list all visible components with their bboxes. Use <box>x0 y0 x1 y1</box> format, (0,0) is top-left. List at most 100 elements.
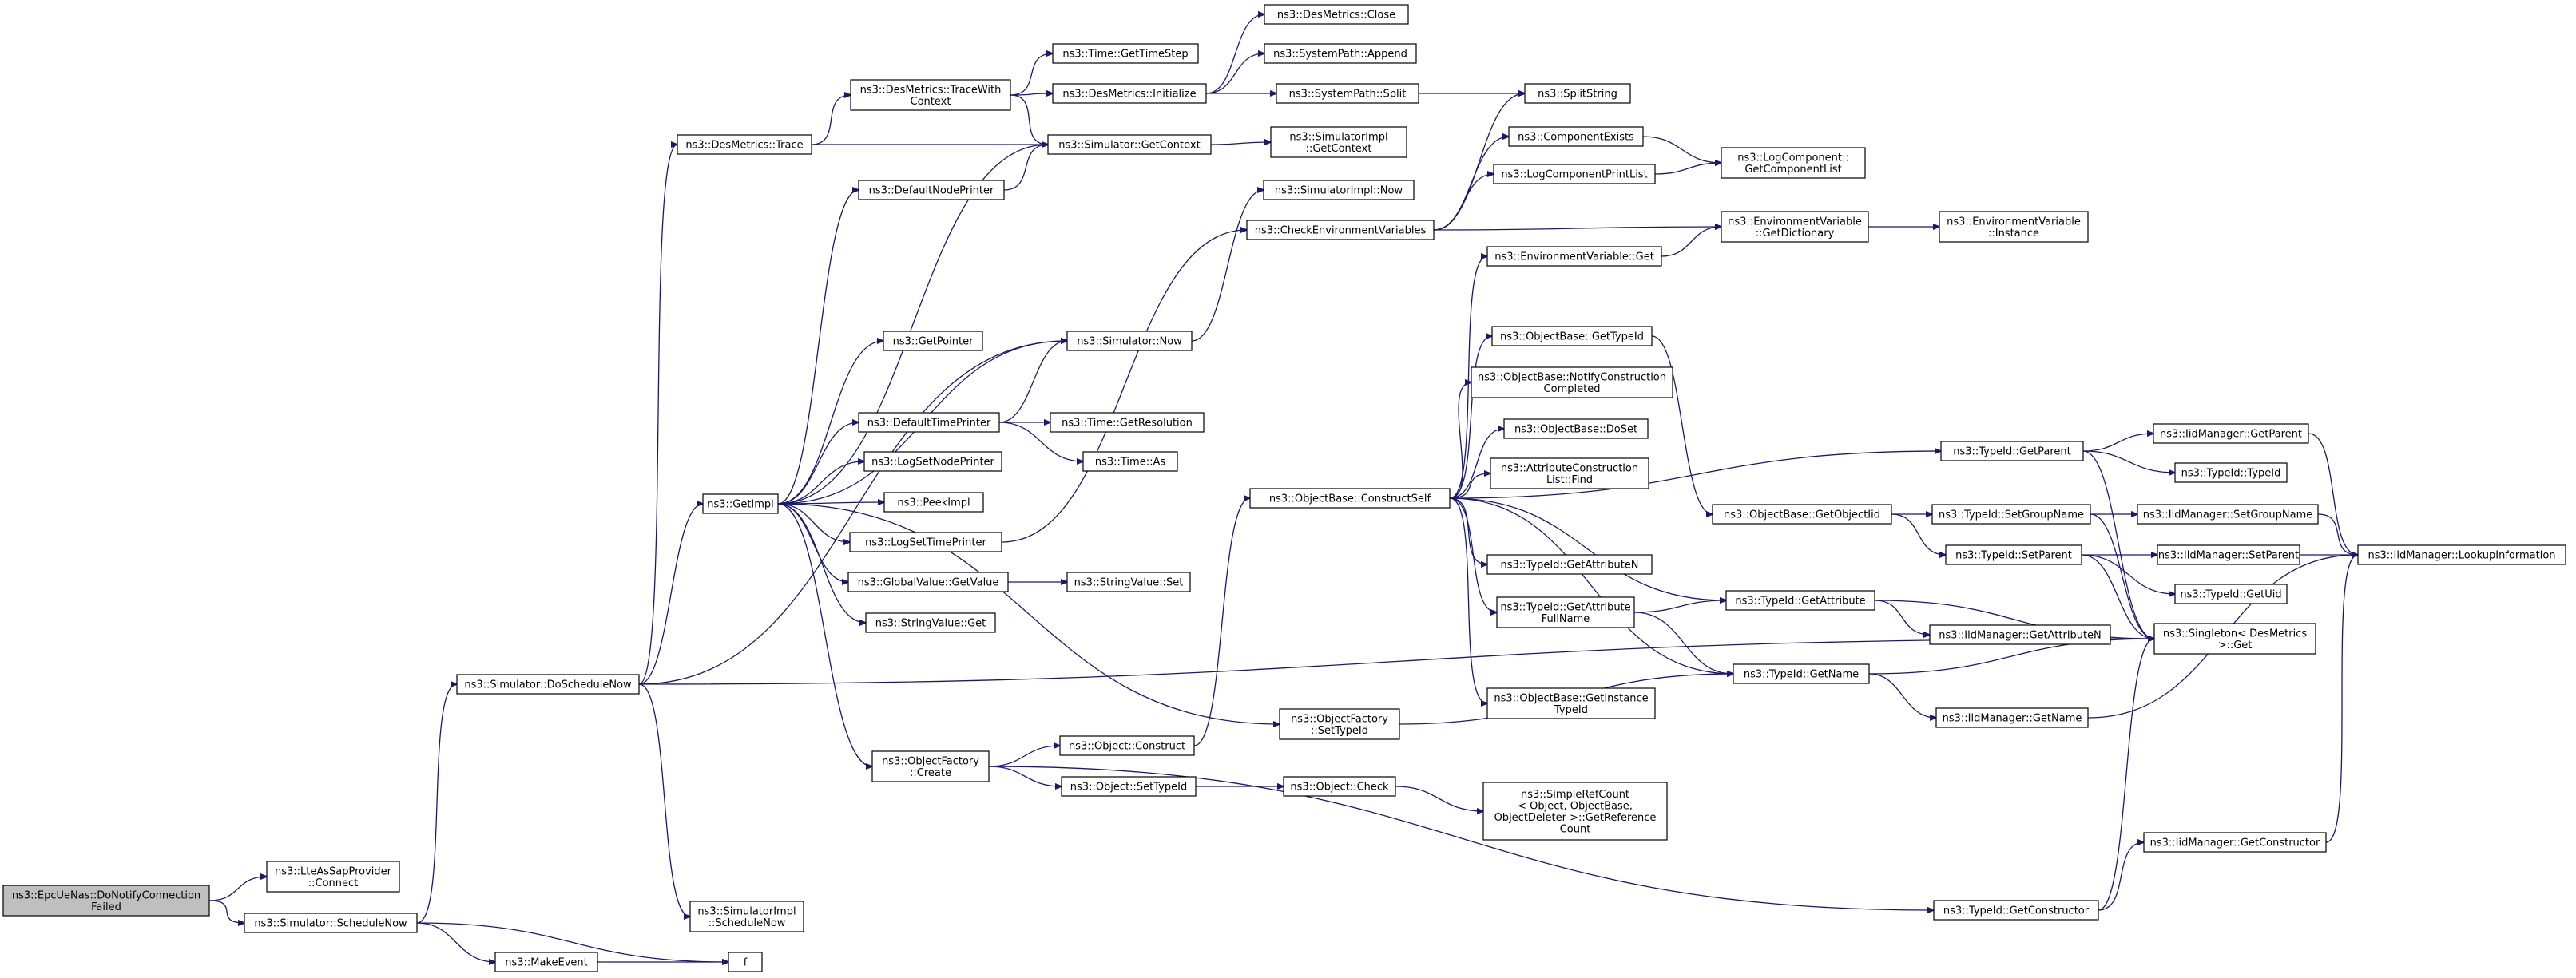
node-tidSetParent[interactable]: ns3::TypeId::SetParent <box>1945 544 2082 565</box>
node-getPointer[interactable]: ns3::GetPointer <box>883 331 983 351</box>
edge-constructSelf-to-tidGetAttr <box>1449 497 1726 600</box>
node-iidSetGroup[interactable]: ns3::IidManager::SetGroupName <box>2137 504 2319 525</box>
node-checkEnv[interactable]: ns3::CheckEnvironmentVariables <box>1246 220 1435 240</box>
node-logCompList[interactable]: ns3::LogComponent::GetComponentList <box>1721 147 1866 179</box>
node-label: ObjectDeleter >::GetReference <box>1494 812 1657 824</box>
node-box <box>244 913 418 933</box>
node-desTrace[interactable]: ns3::DesMetrics::Trace <box>677 134 812 155</box>
node-objConstruct[interactable]: ns3::Object::Construct <box>1059 735 1195 756</box>
node-logSetTime[interactable]: ns3::LogSetTimePrinter <box>849 532 1002 552</box>
node-obDoSet[interactable]: ns3::ObjectBase::DoSet <box>1503 418 1649 439</box>
node-makeEvent[interactable]: ns3::MakeEvent <box>494 952 598 972</box>
edge-defTimePrinter-to-simNow <box>998 341 1067 423</box>
node-label: ns3::LogComponentPrintList <box>1501 169 1647 181</box>
node-defTimePrinter[interactable]: ns3::DefaultTimePrinter <box>858 412 1000 433</box>
node-label: ns3::IidManager::LookupInformation <box>2368 550 2555 562</box>
node-box <box>2157 544 2300 565</box>
node-obGetTypeId[interactable]: ns3::ObjectBase::GetTypeId <box>1491 326 1653 346</box>
node-envInstance[interactable]: ns3::EnvironmentVariable::Instance <box>1939 211 2089 243</box>
node-objCheck[interactable]: ns3::Object::Check <box>1283 776 1396 797</box>
node-sysSplit[interactable]: ns3::SystemPath::Split <box>1276 83 1419 104</box>
node-label: ns3::TypeId::GetParent <box>1953 446 2071 458</box>
node-obGetObjectTid[interactable]: ns3::ObjectBase::GetObjectIid <box>1712 504 1892 525</box>
node-implSched[interactable]: ns3::SimulatorImpl::ScheduleNow <box>689 901 804 932</box>
node-getImpl[interactable]: ns3::GetImpl <box>702 493 779 514</box>
node-tidGetUid[interactable]: ns3::TypeId::GetUid <box>2174 584 2288 604</box>
edge-traceWith-to-simGetContext <box>1010 94 1048 145</box>
node-iidGetCtor[interactable]: ns3::IidManager::GetConstructor <box>2143 832 2327 853</box>
node-label: ns3::StringValue::Set <box>1074 577 1184 589</box>
node-sysAppend[interactable]: ns3::SystemPath::Append <box>1264 43 1417 64</box>
node-defNodePrinter[interactable]: ns3::DefaultNodePrinter <box>858 180 1005 200</box>
node-gvGetValue[interactable]: ns3::GlobalValue::GetValue <box>847 572 1009 592</box>
node-tidGetAttrN[interactable]: ns3::TypeId::GetAttributeN <box>1486 554 1653 575</box>
node-iidLookup[interactable]: ns3::IidManager::LookupInformation <box>2357 544 2566 565</box>
node-box <box>1931 504 2091 525</box>
edge-doSchedNow-to-singletonGet <box>638 639 2154 685</box>
node-simpleRef[interactable]: ns3::SimpleRefCount< Object, ObjectBase,… <box>1482 782 1668 841</box>
node-desInit[interactable]: ns3::DesMetrics::Initialize <box>1052 83 1207 104</box>
node-doSchedNow[interactable]: ns3::Simulator::DoScheduleNow <box>456 674 640 695</box>
node-label: >::Get <box>2218 639 2253 651</box>
node-envGet[interactable]: ns3::EnvironmentVariable::Get <box>1486 246 1662 267</box>
node-tidGetParent[interactable]: ns3::TypeId::GetParent <box>1940 441 2084 461</box>
node-timeAs[interactable]: ns3::Time::As <box>1082 451 1178 472</box>
edge-schedNow-to-f <box>416 922 728 962</box>
node-getResolution[interactable]: ns3::Time::GetResolution <box>1050 412 1205 433</box>
node-f[interactable]: f <box>728 952 763 972</box>
node-iidGetParent[interactable]: ns3::IidManager::GetParent <box>2153 423 2309 444</box>
node-tidGetName[interactable]: ns3::TypeId::GetName <box>1733 663 1870 684</box>
node-tidSetGroup[interactable]: ns3::TypeId::SetGroupName <box>1931 504 2091 525</box>
node-tidTypeId[interactable]: ns3::TypeId::TypeId <box>2174 462 2288 483</box>
node-box <box>1061 776 1197 797</box>
node-label: ns3::Time::GetResolution <box>1062 418 1193 430</box>
node-logCompPrint[interactable]: ns3::LogComponentPrintList <box>1493 164 1656 184</box>
node-box <box>1066 572 1191 592</box>
node-schedNow[interactable]: ns3::Simulator::ScheduleNow <box>244 913 418 933</box>
node-singletonGet[interactable]: ns3::Singleton< DesMetrics >::Get <box>2153 623 2316 655</box>
node-tidGetCtor[interactable]: ns3::TypeId::GetConstructor <box>1933 900 2099 921</box>
edge-constructSelf-to-attrFind <box>1449 473 1490 499</box>
node-tidGetAttr[interactable]: ns3::TypeId::GetAttribute <box>1725 590 1875 611</box>
node-lteConnect[interactable]: ns3::LteAsSapProvider::Connect <box>266 861 400 893</box>
edge-checkEnv-to-logCompPrint <box>1433 174 1494 231</box>
node-label: ns3::DesMetrics::Initialize <box>1062 89 1196 101</box>
node-iidGetAttrN[interactable]: ns3::IidManager::GetAttributeN <box>1929 624 2111 645</box>
node-box <box>1283 776 1396 797</box>
node-implGetContext[interactable]: ns3::SimulatorImpl::GetContext <box>1270 126 1407 158</box>
node-logSetNode[interactable]: ns3::LogSetNodePrinter <box>863 451 1002 472</box>
node-label: ns3::EnvironmentVariable <box>1728 216 1862 228</box>
node-box <box>1935 707 2089 728</box>
node-desClose[interactable]: ns3::DesMetrics::Close <box>1264 4 1409 25</box>
node-splitString[interactable]: ns3::SplitString <box>1524 83 1631 104</box>
node-box <box>2153 423 2309 444</box>
node-compExists[interactable]: ns3::ComponentExists <box>1508 126 1644 147</box>
node-box <box>1270 126 1407 158</box>
node-envGetDict[interactable]: ns3::EnvironmentVariable::GetDictionary <box>1721 211 1869 243</box>
edge-tidGetParent-to-singletonGet <box>2082 450 2154 639</box>
node-obNotify[interactable]: ns3::ObjectBase::NotifyConstructionCompl… <box>1471 366 1673 398</box>
node-ofCreate[interactable]: ns3::ObjectFactory::Create <box>871 750 990 782</box>
edge-checkEnv-to-splitString <box>1433 93 1525 231</box>
node-box <box>1508 126 1644 147</box>
node-ofSetTypeId[interactable]: ns3::ObjectFactory::SetTypeId <box>1279 708 1400 740</box>
node-objSetTypeId[interactable]: ns3::Object::SetTypeId <box>1061 776 1197 797</box>
node-implNow[interactable]: ns3::SimulatorImpl::Now <box>1263 180 1415 200</box>
node-peekImpl[interactable]: ns3::PeekImpl <box>883 492 984 513</box>
node-iidSetParent[interactable]: ns3::IidManager::SetParent <box>2157 544 2300 565</box>
node-svGet[interactable]: ns3::StringValue::Get <box>865 612 996 633</box>
node-simGetContext[interactable]: ns3::Simulator::GetContext <box>1047 134 1212 155</box>
node-label: ns3::SimpleRefCount <box>1521 789 1629 801</box>
node-label: ::Create <box>910 767 951 779</box>
node-simNow[interactable]: ns3::Simulator::Now <box>1066 331 1193 351</box>
node-iidGetName[interactable]: ns3::IidManager::GetName <box>1935 707 2089 728</box>
node-getTimeStep[interactable]: ns3::Time::GetTimeStep <box>1052 43 1199 64</box>
edge-envGet-to-envGetDict <box>1661 227 1721 257</box>
node-svSet[interactable]: ns3::StringValue::Set <box>1066 572 1191 592</box>
node-constructSelf[interactable]: ns3::ObjectBase::ConstructSelf <box>1249 488 1451 509</box>
